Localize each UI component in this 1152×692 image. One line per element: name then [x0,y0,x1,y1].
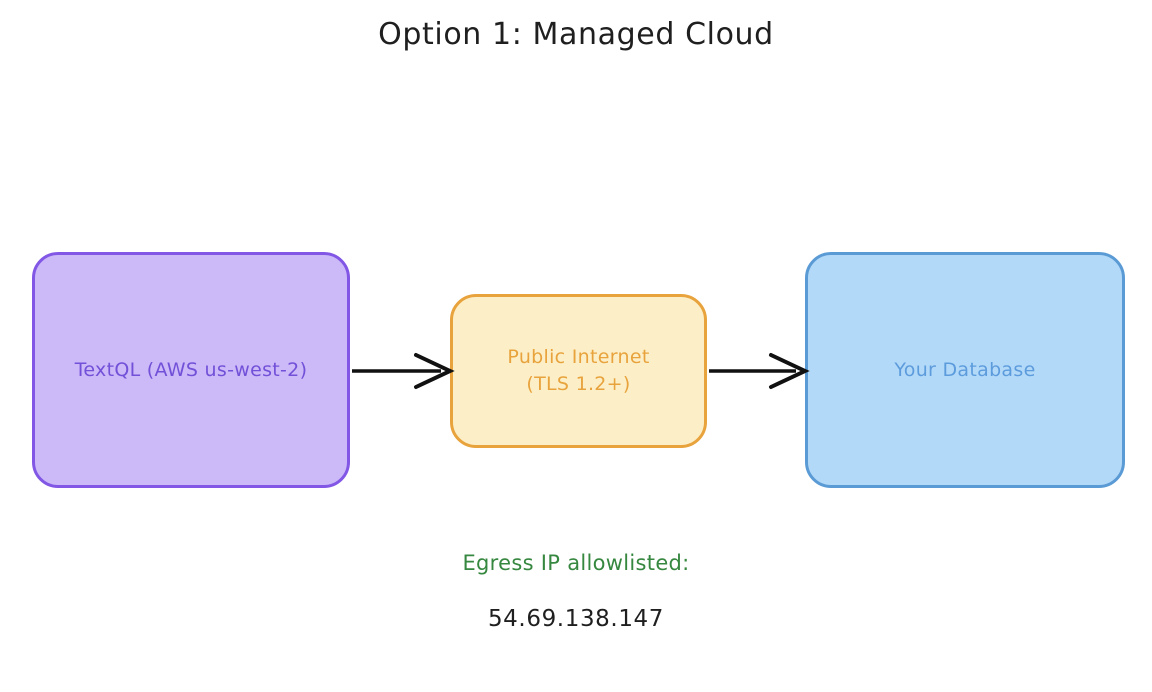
egress-ip-value: 54.69.138.147 [487,606,665,632]
edge-textql-to-internet-arrow [352,353,455,389]
node-your-database[interactable]: Your Database [805,252,1125,488]
node-your-database-label: Your Database [894,358,1036,381]
node-public-internet-label: Public Internet (TLS 1.2+) [507,346,650,395]
node-public-internet[interactable]: Public Internet (TLS 1.2+) [450,294,707,448]
diagram-title: Option 1: Managed Cloud [378,17,774,52]
edge-internet-to-database-arrow [709,353,810,389]
node-textql-label: TextQL (AWS us-west-2) [74,358,308,381]
node-textql[interactable]: TextQL (AWS us-west-2) [32,252,350,488]
egress-ip-caption: Egress IP allowlisted: [462,551,690,575]
